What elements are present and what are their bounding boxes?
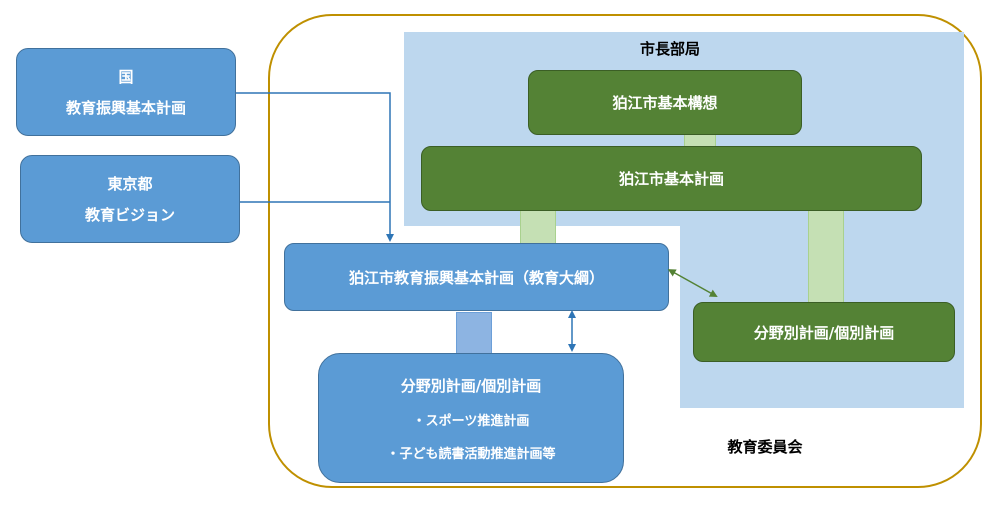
edu-sector-plan-title: 分野別計画/個別計画 [400, 376, 542, 395]
connector-plan-to-edu-plan [520, 210, 556, 244]
mayor-sector-plan-box: 分野別計画/個別計画 [693, 302, 955, 362]
board-of-education-frame [268, 14, 982, 488]
tokyo-box: 東京都 教育ビジョン [20, 155, 240, 243]
komae-basic-plan-label: 狛江市基本計画 [618, 170, 724, 188]
komae-vision-label: 狛江市基本構想 [612, 94, 718, 112]
edu-sector-plan-box: 分野別計画/個別計画 ・スポーツ推進計画 ・子ども読書活動推進計画等 [318, 353, 624, 483]
arrow-kuni-to-edu-plan [236, 92, 394, 242]
kuni-line2: 教育振興基本計画 [65, 99, 186, 117]
mayor-area-label: 市長部局 [639, 40, 700, 58]
komae-vision-box: 狛江市基本構想 [528, 70, 802, 135]
arrow-edu-plan-mayor-sector-bidirectional [667, 269, 718, 297]
edu-plan-box: 狛江市教育振興基本計画（教育大綱） [284, 243, 669, 311]
tokyo-line2: 教育ビジョン [84, 206, 175, 224]
edu-sector-plan-item: ・スポーツ推進計画 [412, 413, 530, 429]
board-of-education-label: 教育委員会 [727, 438, 803, 456]
kuni-box: 国 教育振興基本計画 [16, 48, 236, 136]
edu-plan-label: 狛江市教育振興基本計画（教育大綱） [348, 268, 604, 287]
kuni-line1: 国 [118, 68, 134, 86]
edu-sector-plan-item: ・子ども読書活動推進計画等 [386, 446, 556, 462]
komae-basic-plan-box: 狛江市基本計画 [421, 146, 922, 211]
tokyo-line1: 東京都 [107, 175, 153, 193]
mayor-sector-plan-label: 分野別計画/個別計画 [753, 323, 895, 342]
